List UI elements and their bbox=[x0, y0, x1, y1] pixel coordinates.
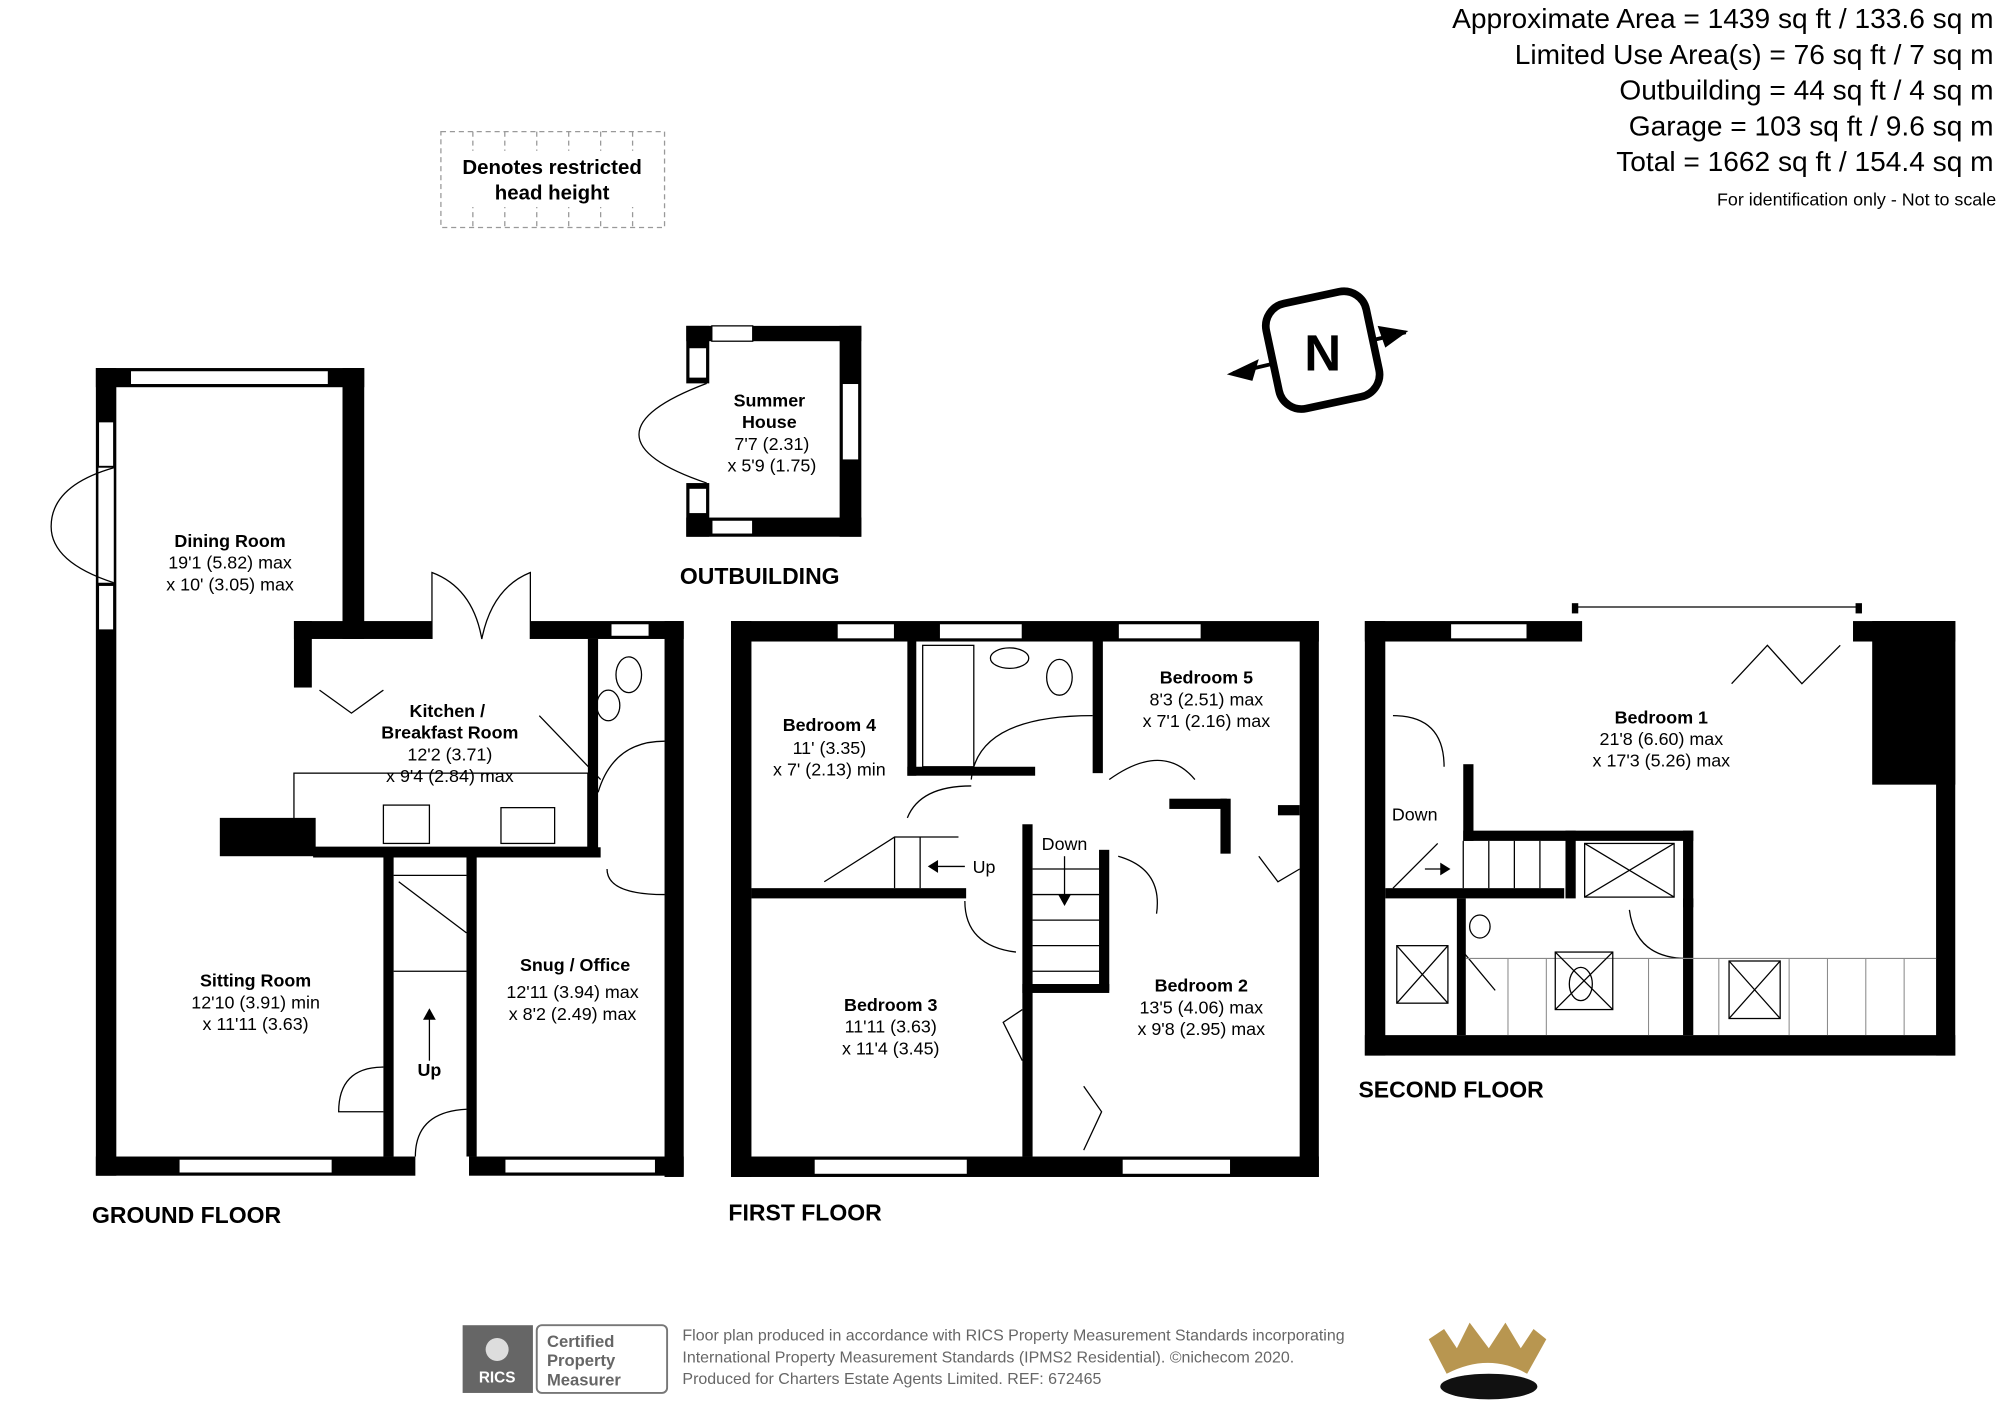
garage-area: Garage = 103 sq ft / 9.6 sq m bbox=[1629, 110, 1994, 141]
kitchen-name-2: Breakfast Room bbox=[381, 723, 518, 743]
first-stairs-down: Down bbox=[1042, 834, 1088, 854]
dining-room-dim-2: x 10' (3.05) max bbox=[166, 574, 294, 594]
bedroom-2-dim-1: 13'5 (4.06) max bbox=[1139, 997, 1263, 1017]
outbuilding-plan: Summer House 7'7 (2.31) x 5'9 (1.75) OUT… bbox=[638, 325, 862, 589]
restricted-height-legend: Denotes restricted head height bbox=[440, 130, 666, 229]
snug-dim-1: 12'11 (3.94) max bbox=[506, 982, 638, 1002]
bedroom-2-dim-2: x 9'8 (2.95) max bbox=[1137, 1019, 1265, 1039]
kitchen-dim-1: 12'2 (3.71) bbox=[407, 744, 492, 764]
sitting-room-name: Sitting Room bbox=[200, 971, 311, 991]
outbuilding-area: Outbuilding = 44 sq ft / 4 sq m bbox=[1619, 75, 1993, 106]
bedroom-5-dim-1: 8'3 (2.51) max bbox=[1150, 689, 1264, 709]
kitchen-name-1: Kitchen / bbox=[410, 701, 486, 721]
bedroom-3-dim-1: 11'11 (3.63) bbox=[845, 1017, 937, 1037]
bedroom-5-dim-2: x 7'1 (2.16) max bbox=[1143, 711, 1271, 731]
bedroom-1-dim-1: 21'8 (6.60) max bbox=[1600, 729, 1724, 749]
kitchen-dim-2: x 9'4 (2.84) max bbox=[386, 766, 514, 786]
rics-logo-text: RICS bbox=[479, 1370, 516, 1387]
bedroom-4-dim-2: x 7' (2.13) min bbox=[773, 760, 886, 780]
footer-line-2: International Property Measurement Stand… bbox=[682, 1349, 1294, 1366]
rics-badge: RICS Certified Property Measurer bbox=[462, 1324, 669, 1394]
ground-stairs-up: Up bbox=[417, 1060, 441, 1080]
ground-floor-label: GROUND FLOOR bbox=[92, 1202, 281, 1228]
summer-house-name-2: House bbox=[742, 412, 797, 432]
bedroom-5-name: Bedroom 5 bbox=[1160, 668, 1253, 688]
bedroom-1-dim-2: x 17'3 (5.26) max bbox=[1593, 751, 1731, 771]
limited-use-area: Limited Use Area(s) = 76 sq ft / 7 sq m bbox=[1515, 39, 1994, 70]
legend-line-2: head height bbox=[495, 181, 610, 204]
legend-line-1: Denotes restricted bbox=[462, 156, 641, 179]
bedroom-4-name: Bedroom 4 bbox=[783, 715, 876, 735]
summer-house-dim-1: 7'7 (2.31) bbox=[734, 434, 809, 454]
badge-line-2: Property bbox=[547, 1351, 616, 1370]
snug-name: Snug / Office bbox=[520, 955, 630, 975]
outbuilding-label: OUTBUILDING bbox=[680, 563, 840, 589]
sitting-room-dim-2: x 11'11 (3.63) bbox=[203, 1014, 309, 1034]
total-area: Total = 1662 sq ft / 154.4 sq m bbox=[1616, 146, 1993, 177]
first-floor-plan: Bedroom 4 11' (3.35) x 7' (2.13) min Bed… bbox=[728, 621, 1319, 1225]
summer-house-dim-2: x 5'9 (1.75) bbox=[727, 456, 816, 476]
scale-note: For identification only - Not to scale bbox=[1717, 190, 1996, 210]
second-stairs-down: Down bbox=[1392, 804, 1438, 824]
ground-floor-plan: Dining Room 19'1 (5.82) max x 10' (3.05)… bbox=[50, 368, 684, 1228]
crown-logo-icon bbox=[1428, 1322, 1547, 1400]
bedroom-3-name: Bedroom 3 bbox=[844, 995, 937, 1015]
footer: RICS Certified Property Measurer Floor p… bbox=[462, 1322, 1547, 1400]
north-label: N bbox=[1304, 325, 1341, 382]
second-floor-label: SECOND FLOOR bbox=[1358, 1077, 1544, 1103]
summer-house-name: Summer bbox=[734, 390, 806, 410]
second-floor-plan: Bedroom 1 21'8 (6.60) max x 17'3 (5.26) … bbox=[1358, 603, 1956, 1103]
north-compass-icon: N bbox=[1226, 287, 1409, 413]
bedroom-4-dim-1: 11' (3.35) bbox=[793, 738, 867, 758]
footer-line-1: Floor plan produced in accordance with R… bbox=[682, 1328, 1344, 1345]
sitting-room-dim-1: 12'10 (3.91) min bbox=[191, 992, 320, 1012]
first-floor-label: FIRST FLOOR bbox=[728, 1199, 882, 1225]
approximate-area: Approximate Area = 1439 sq ft / 133.6 sq… bbox=[1452, 3, 1993, 34]
bedroom-3-dim-2: x 11'4 (3.45) bbox=[842, 1038, 939, 1058]
footer-line-3: Produced for Charters Estate Agents Limi… bbox=[682, 1371, 1101, 1388]
first-stairs-up: Up bbox=[973, 857, 996, 877]
bedroom-1-name: Bedroom 1 bbox=[1615, 707, 1708, 727]
dining-room-name: Dining Room bbox=[174, 531, 285, 551]
snug-dim-2: x 8'2 (2.49) max bbox=[509, 1004, 637, 1024]
badge-line-3: Measurer bbox=[547, 1370, 621, 1389]
dining-room-dim-1: 19'1 (5.82) max bbox=[168, 553, 292, 573]
bedroom-2-name: Bedroom 2 bbox=[1155, 976, 1248, 996]
area-summary: Approximate Area = 1439 sq ft / 133.6 sq… bbox=[1452, 3, 1996, 210]
badge-line-1: Certified bbox=[547, 1332, 614, 1351]
